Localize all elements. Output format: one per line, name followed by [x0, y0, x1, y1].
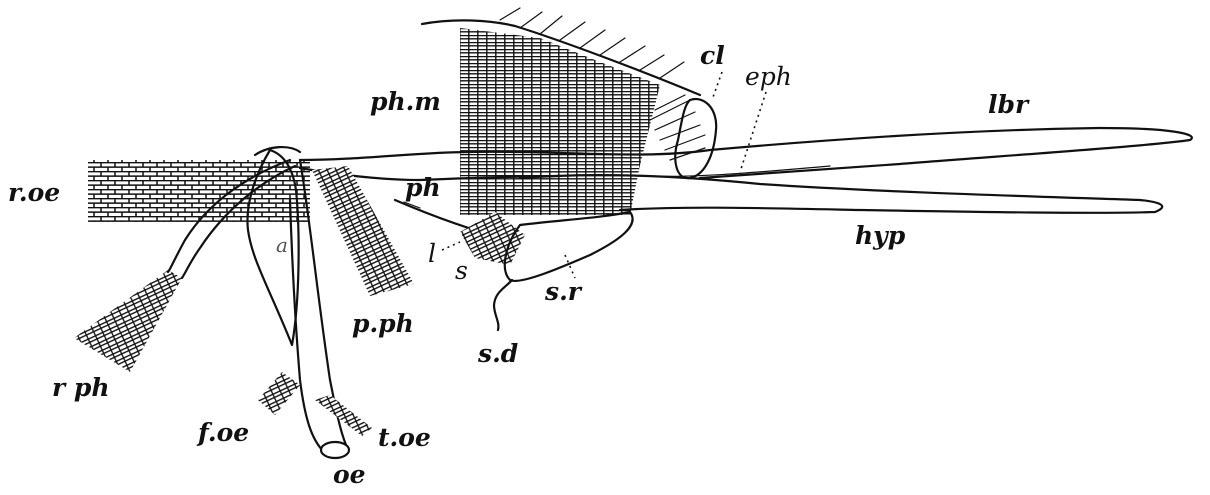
label-ph-m: ph.m — [370, 87, 441, 116]
r-ph-muscle — [74, 270, 182, 372]
salivary-duct — [492, 278, 514, 332]
label-s-d: s.d — [477, 339, 518, 368]
lateral-lobe-a — [246, 148, 300, 347]
oesophagus-opening — [319, 440, 351, 460]
oesophagus-top — [253, 146, 302, 157]
label-a: a — [276, 233, 288, 257]
r-ph-strand-2 — [180, 164, 297, 280]
eph-leader — [739, 91, 767, 173]
label-hyp: hyp — [855, 221, 906, 250]
t-oe-muscle — [315, 395, 372, 436]
label-cl: cl — [700, 41, 725, 70]
oesophagus-left — [288, 198, 326, 454]
label-f-oe: f.oe — [196, 418, 249, 447]
label-s-r: s.r — [544, 277, 583, 306]
label-l: l — [428, 239, 436, 268]
hypopharynx — [518, 174, 1164, 214]
label-p-ph: p.ph — [352, 309, 414, 338]
ph-m-muscle — [460, 28, 660, 215]
r-oe-muscle — [88, 160, 310, 222]
label-r-oe: r.oe — [8, 178, 60, 207]
salivary-reservoir — [503, 210, 634, 282]
label-t-oe: t.oe — [378, 423, 431, 452]
r-ph-strand — [166, 158, 292, 274]
p-ph-muscle — [312, 166, 414, 296]
ph-leader — [403, 201, 421, 209]
label-ph: ph — [405, 173, 441, 202]
label-r-ph: r ph — [52, 373, 110, 402]
lower-muscle — [460, 212, 525, 265]
head-hairs — [499, 7, 706, 161]
label-eph: eph — [745, 62, 792, 91]
oesophagus — [298, 158, 348, 447]
f-oe-muscle — [258, 372, 300, 415]
labrum — [298, 126, 1193, 180]
head-outline — [420, 19, 702, 97]
label-oe: oe — [333, 460, 366, 489]
label-s: s — [455, 256, 468, 285]
label-lbr: lbr — [988, 90, 1030, 119]
cl-leader — [711, 71, 723, 101]
s-r-leader — [564, 254, 576, 279]
l-leader — [441, 241, 461, 251]
